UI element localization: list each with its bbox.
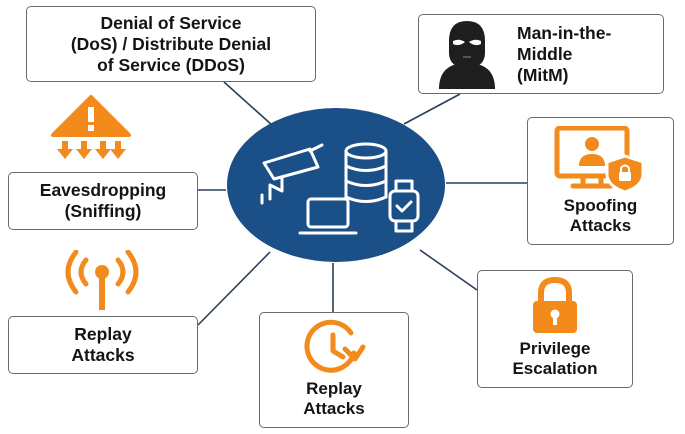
warning-arrows-icon <box>51 95 131 159</box>
node-eavesdropping-line-2: (Sniffing) <box>64 201 142 221</box>
node-replay-left-line-2: Attacks <box>71 345 135 365</box>
laptop-icon <box>298 197 358 235</box>
node-dos: Denial of Service (DoS) / Distribute Den… <box>26 6 316 82</box>
central-hub <box>227 108 445 262</box>
node-mitm: Man-in-the- Middle (MitM) <box>418 14 664 94</box>
connector-replay-left <box>197 251 271 326</box>
node-replay-bottom-line-1: Replay <box>306 379 362 398</box>
node-mitm-content: Man-in-the- Middle (MitM) <box>419 15 663 93</box>
node-privilege-label: Privilege Escalation <box>512 339 597 380</box>
clock-replay-icon <box>304 319 366 373</box>
connector-privilege <box>419 249 478 291</box>
node-spoofing-line-2: Attacks <box>569 216 632 236</box>
connector-dos <box>223 81 273 126</box>
node-replay-left-line-1: Replay <box>74 324 132 344</box>
node-replay-bottom-line-2: Attacks <box>303 399 365 419</box>
masked-hacker-icon <box>439 21 495 89</box>
node-mitm-line-1: Man-in-the- <box>517 22 612 43</box>
node-dos-line-1: Denial of Service <box>100 12 242 33</box>
monitor-user-shield-icon <box>554 126 644 192</box>
node-spoofing-line-1: Spoofing <box>563 196 638 215</box>
node-dos-line-2: (DoS) / Distribute Denial <box>70 33 272 54</box>
node-mitm-line-2: Middle <box>517 43 573 64</box>
node-privilege: Privilege Escalation <box>477 270 633 388</box>
node-spoofing: Spoofing Attacks <box>527 117 674 245</box>
connector-mitm <box>403 93 461 125</box>
broadcast-tower-icon <box>65 250 139 310</box>
padlock-icon <box>533 277 577 333</box>
node-privilege-line-2: Escalation <box>512 359 598 379</box>
node-replay-left: Replay Attacks <box>8 316 198 374</box>
node-spoofing-label: Spoofing Attacks <box>564 196 638 237</box>
node-eavesdropping-line-1: Eavesdropping <box>39 180 167 200</box>
node-dos-line-3: of Service (DDoS) <box>97 54 245 75</box>
node-replay-bottom-label: Replay Attacks <box>303 379 364 420</box>
database-icon <box>344 142 388 203</box>
node-mitm-line-3: (MitM) <box>517 64 569 85</box>
smartwatch-icon <box>388 179 420 233</box>
node-replay-bottom: Replay Attacks <box>259 312 409 428</box>
node-privilege-line-1: Privilege <box>519 339 591 358</box>
node-mitm-label: Man-in-the- Middle (MitM) <box>507 23 663 86</box>
camera-icon <box>260 143 324 205</box>
node-eavesdropping: Eavesdropping (Sniffing) <box>8 172 198 230</box>
